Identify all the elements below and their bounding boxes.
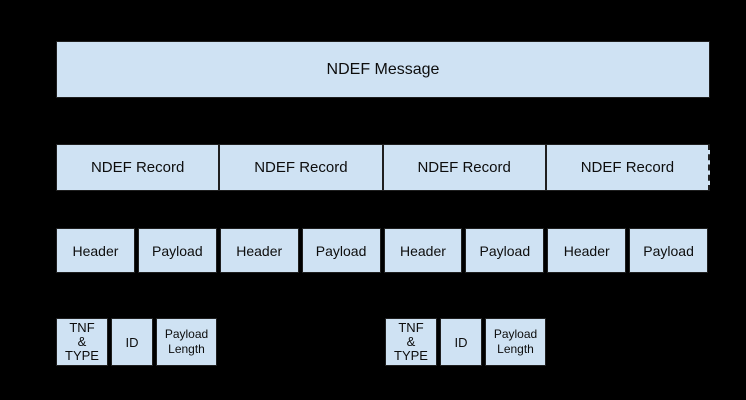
payload-length-box: Payload Length	[156, 318, 217, 366]
payload-length-label: Payload Length	[164, 327, 209, 356]
ndef-record-box-2: NDEF Record	[219, 144, 383, 191]
ndef-record-label: NDEF Record	[254, 159, 348, 176]
payload-label: Payload	[315, 242, 367, 259]
header-box-3: Header	[383, 228, 463, 273]
payload-label: Payload	[479, 242, 531, 259]
ndef-record-label: NDEF Record	[90, 159, 185, 176]
header-label: Header	[563, 242, 610, 259]
id-box: ID	[111, 318, 153, 366]
payload-label: Payload	[643, 242, 694, 259]
tnf-type-label: TNF & TYPE	[394, 320, 428, 363]
header-box-2: Header	[219, 228, 299, 273]
id-label: ID	[454, 334, 468, 350]
header-payload-row: Header Payload Header Payload Header Pay…	[56, 228, 708, 273]
payload-length-box: Payload Length	[485, 318, 546, 366]
ndef-record-row: NDEF Record NDEF Record NDEF Record NDEF…	[56, 144, 710, 191]
tnf-type-box: TNF & TYPE	[56, 318, 108, 366]
header-box-1: Header	[56, 228, 135, 273]
header-detail-group-2: TNF & TYPE ID Payload Length	[385, 318, 546, 366]
payload-length-label: Payload Length	[493, 327, 538, 356]
ndef-record-box-1: NDEF Record	[56, 144, 220, 191]
header-detail-group-1: TNF & TYPE ID Payload Length	[56, 318, 217, 366]
id-label: ID	[125, 334, 139, 350]
ndef-message-box: NDEF Message	[56, 41, 710, 98]
payload-box-1: Payload	[137, 228, 217, 273]
header-label: Header	[72, 242, 119, 259]
payload-label: Payload	[152, 242, 203, 259]
ndef-record-label: NDEF Record	[417, 159, 511, 176]
ndef-record-label: NDEF Record	[580, 159, 675, 176]
tnf-type-box: TNF & TYPE	[385, 318, 437, 366]
ndef-message-label: NDEF Message	[326, 60, 440, 78]
id-box: ID	[440, 318, 482, 366]
payload-box-4: Payload	[629, 228, 708, 273]
ndef-record-box-4: NDEF Record	[545, 144, 710, 191]
header-box-4: Header	[547, 228, 627, 273]
ndef-record-box-3: NDEF Record	[382, 144, 546, 191]
header-label: Header	[236, 242, 283, 259]
tnf-type-label: TNF & TYPE	[65, 320, 99, 363]
header-label: Header	[399, 242, 446, 259]
payload-box-2: Payload	[301, 228, 381, 273]
payload-box-3: Payload	[465, 228, 545, 273]
